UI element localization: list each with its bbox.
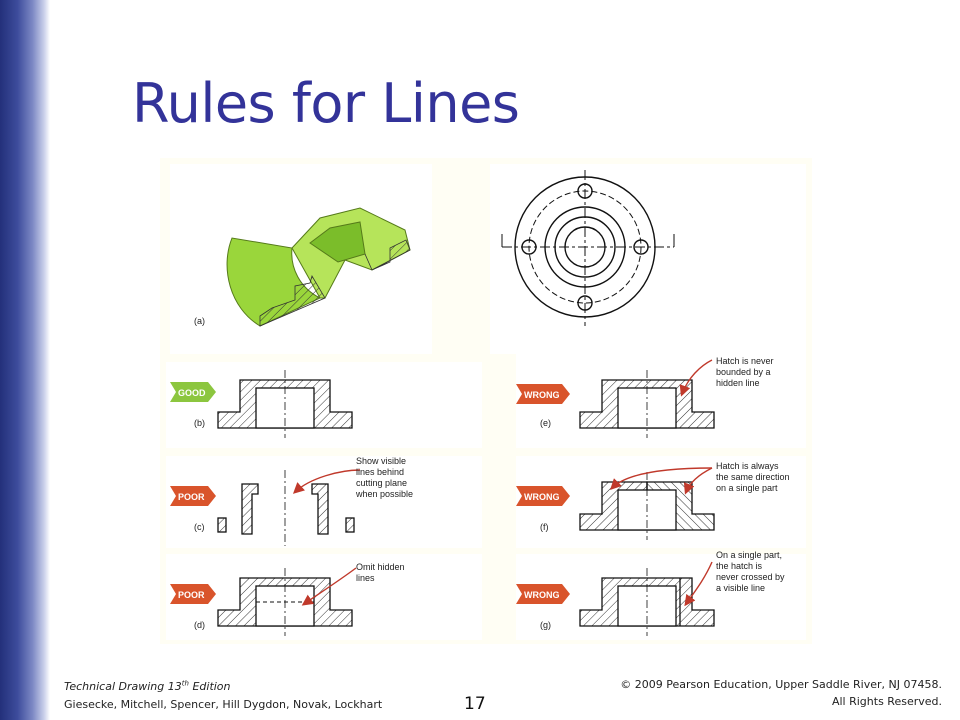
label-e: (e)	[540, 418, 551, 428]
label-g: (g)	[540, 620, 551, 630]
svg-text:the same direction: the same direction	[716, 472, 790, 482]
svg-text:On a single part,: On a single part,	[716, 550, 782, 560]
svg-text:on a single part: on a single part	[716, 483, 778, 493]
callout-g: On a single part, the hatch is never cro…	[716, 550, 785, 593]
technical-figure: (a) GOOD (b) POOR (c	[160, 158, 812, 644]
svg-text:a visible line: a visible line	[716, 583, 765, 593]
footer-book-info: Technical Drawing 13th Edition Giesecke,…	[64, 674, 382, 714]
side-gradient-bar	[0, 0, 50, 720]
svg-text:the hatch is: the hatch is	[716, 561, 763, 571]
callout-d: Omit hidden lines	[356, 562, 405, 583]
svg-text:GOOD: GOOD	[178, 388, 206, 398]
svg-text:lines behind: lines behind	[356, 467, 404, 477]
badge-good: GOOD	[170, 382, 216, 402]
callout-f: Hatch is always the same direction on a …	[716, 461, 790, 493]
section-g	[579, 561, 715, 636]
label-b: (b)	[194, 418, 205, 428]
footer-book-title: Technical Drawing 13th Edition	[64, 679, 231, 693]
section-d	[217, 567, 357, 636]
section-b	[217, 370, 353, 438]
svg-text:lines: lines	[356, 573, 375, 583]
page-number: 17	[464, 694, 486, 714]
svg-text:Show visible: Show visible	[356, 456, 406, 466]
svg-text:WRONG: WRONG	[524, 590, 560, 600]
badge-poor-c: POOR	[170, 486, 216, 506]
section-e	[579, 359, 715, 438]
badge-poor-d: POOR	[170, 584, 216, 604]
badge-wrong-g: WRONG	[516, 584, 570, 604]
callout-e: Hatch is never bounded by a hidden line	[716, 356, 774, 388]
label-a: (a)	[194, 316, 205, 326]
section-f	[579, 467, 715, 540]
slide-title: Rules for Lines	[132, 72, 520, 135]
svg-text:WRONG: WRONG	[524, 492, 560, 502]
svg-text:Hatch is never: Hatch is never	[716, 356, 774, 366]
svg-text:hidden line: hidden line	[716, 378, 760, 388]
svg-text:never crossed by: never crossed by	[716, 572, 785, 582]
svg-text:Hatch is always: Hatch is always	[716, 461, 779, 471]
plan-view	[501, 170, 675, 326]
svg-text:WRONG: WRONG	[524, 390, 560, 400]
svg-text:Omit hidden: Omit hidden	[356, 562, 405, 572]
label-c: (c)	[194, 522, 205, 532]
label-d: (d)	[194, 620, 205, 630]
section-c	[217, 469, 361, 546]
svg-text:POOR: POOR	[178, 492, 205, 502]
footer-authors: Giesecke, Mitchell, Spencer, Hill Dygdon…	[64, 697, 383, 711]
label-f: (f)	[540, 522, 549, 532]
svg-text:POOR: POOR	[178, 590, 205, 600]
svg-text:bounded by a: bounded by a	[716, 367, 771, 377]
badge-wrong-f: WRONG	[516, 486, 570, 506]
isometric-section-view	[226, 207, 411, 327]
footer-copyright: © 2009 Pearson Education, Upper Saddle R…	[620, 678, 942, 708]
badge-wrong-e: WRONG	[516, 384, 570, 404]
svg-text:cutting plane: cutting plane	[356, 478, 407, 488]
callout-c: Show visible lines behind cutting plane …	[355, 456, 413, 499]
panel-plan	[490, 164, 806, 354]
svg-text:when possible: when possible	[355, 489, 413, 499]
